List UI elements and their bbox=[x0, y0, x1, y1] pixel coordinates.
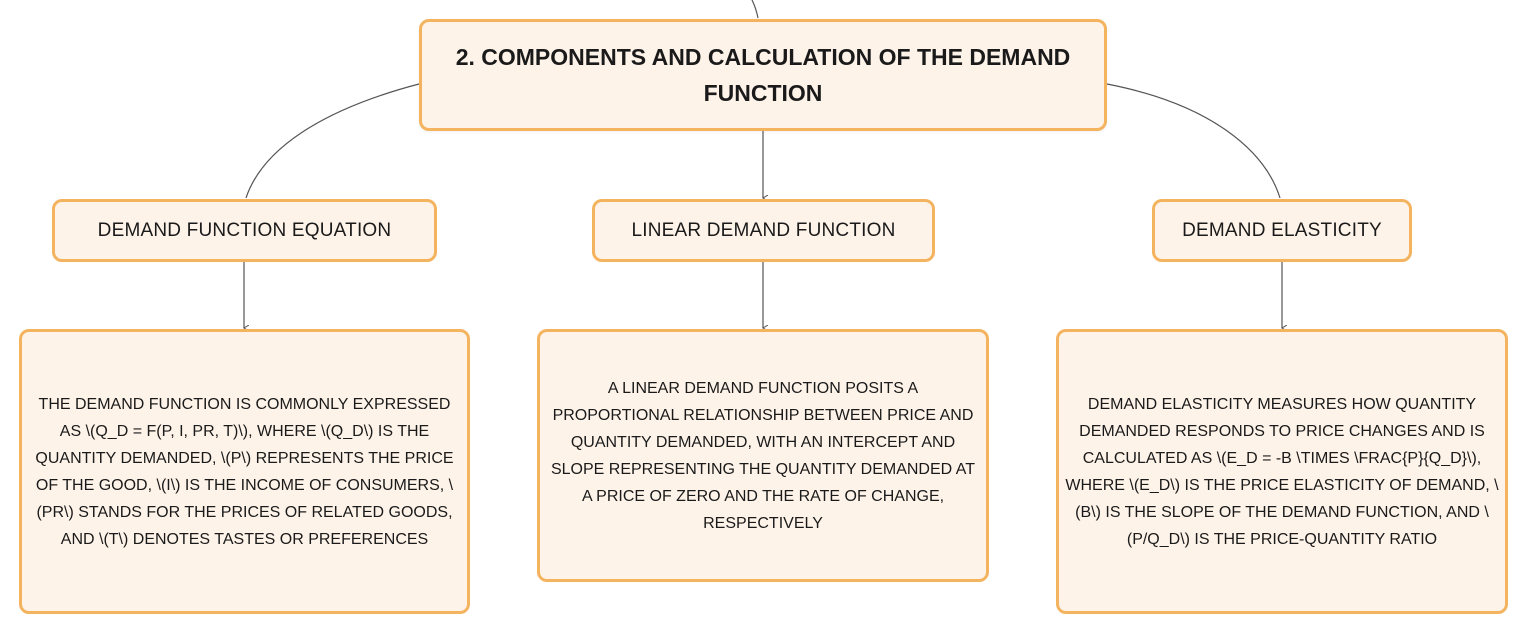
detail-text: DEMAND ELASTICITY MEASURES HOW QUANTITY … bbox=[1065, 395, 1499, 548]
branch-node-demand-function-equation[interactable]: DEMAND FUNCTION EQUATION bbox=[52, 199, 437, 262]
parent-connector bbox=[751, 0, 759, 19]
detail-node-linear-demand-function[interactable]: A LINEAR DEMAND FUNCTION POSITS A PROPOR… bbox=[537, 329, 989, 582]
branch-label: DEMAND FUNCTION EQUATION bbox=[97, 219, 392, 241]
root-node[interactable]: 2. COMPONENTS AND CALCULATION OF THE DEM… bbox=[419, 19, 1107, 131]
branch-label: DEMAND ELASTICITY bbox=[1182, 219, 1382, 241]
detail-node-demand-function-equation[interactable]: THE DEMAND FUNCTION IS COMMONLY EXPRESSE… bbox=[19, 329, 470, 614]
connector-root-to-equation bbox=[245, 83, 420, 199]
detail-text: THE DEMAND FUNCTION IS COMMONLY EXPRESSE… bbox=[35, 395, 454, 548]
branch-node-demand-elasticity[interactable]: DEMAND ELASTICITY bbox=[1152, 199, 1412, 262]
root-title: 2. COMPONENTS AND CALCULATION OF THE DEM… bbox=[455, 44, 1071, 106]
detail-text: A LINEAR DEMAND FUNCTION POSITS A PROPOR… bbox=[550, 379, 976, 532]
connector-root-to-elasticity bbox=[1106, 83, 1281, 199]
branch-node-linear-demand-function[interactable]: LINEAR DEMAND FUNCTION bbox=[592, 199, 935, 262]
branch-label: LINEAR DEMAND FUNCTION bbox=[631, 219, 896, 241]
detail-node-demand-elasticity[interactable]: DEMAND ELASTICITY MEASURES HOW QUANTITY … bbox=[1056, 329, 1508, 614]
